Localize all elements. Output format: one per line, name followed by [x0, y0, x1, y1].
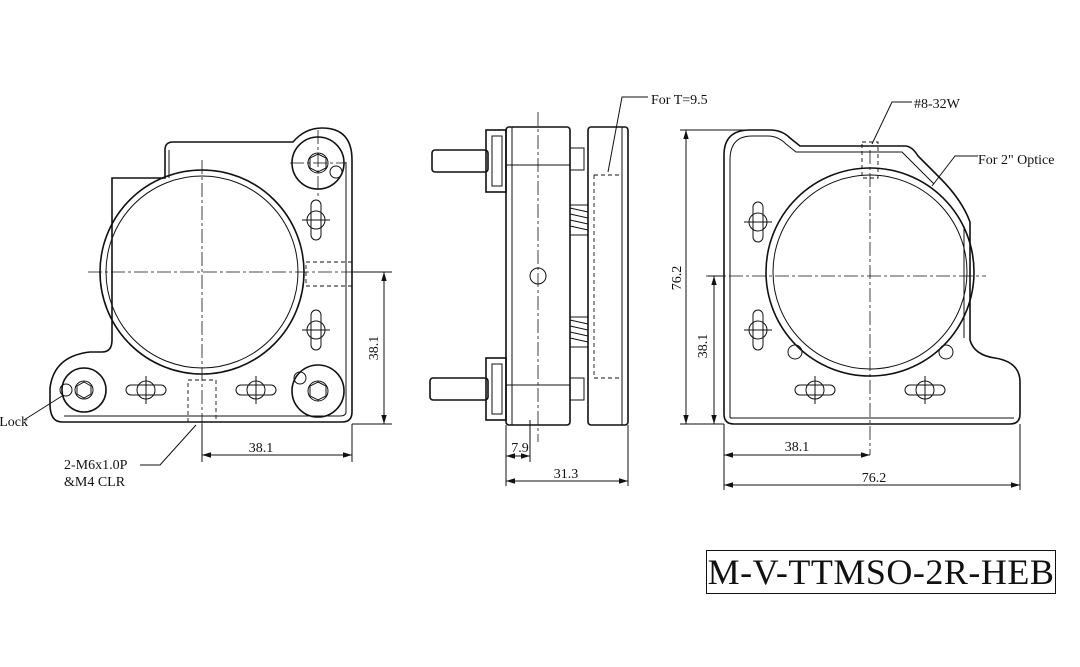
- lock-screw: [59, 367, 107, 413]
- adjuster-bottom-right: [235, 376, 277, 404]
- rear-dim-center-height: 38.1: [696, 334, 711, 359]
- front-view: 38.1 38.1 2-M6x1.0P &M4 CLR Lock: [0, 127, 392, 490]
- rear-dim-center-width: 38.1: [785, 440, 810, 455]
- side-dim-depth: 31.3: [554, 467, 579, 482]
- lock-label: Lock: [0, 415, 28, 430]
- lower-shaft: [429, 377, 489, 401]
- thread-label-line1: 2-M6x1.0P: [64, 458, 128, 473]
- spring-upper: [569, 204, 589, 236]
- spring-lower: [569, 316, 589, 348]
- rear-adjuster-bottom-left: [794, 376, 836, 404]
- corner-screw-bottom-right: [291, 364, 345, 418]
- side-front-plate: [587, 126, 629, 426]
- rear-dim-total-width: 76.2: [862, 471, 887, 486]
- rear-adjuster-bottom-right: [904, 376, 946, 404]
- screw-label: #8-32W: [914, 97, 961, 112]
- rear-view: #8-32W For 2" Optice 76.2 38.1 38.1 76.2: [670, 97, 1054, 490]
- side-dim-small: 7.9: [511, 441, 529, 456]
- rear-dim-total-height: 76.2: [670, 266, 685, 291]
- adjuster-right-lower: [302, 309, 330, 351]
- part-number-title: M-V-TTMSO-2R-HEB: [706, 550, 1056, 594]
- optic-label: For 2" Optice: [978, 153, 1054, 168]
- rear-body-outline: [723, 129, 1021, 425]
- side-view: For T=9.5 7.9 31.3: [429, 93, 708, 486]
- adjuster-bottom-left: [125, 376, 167, 404]
- thread-label-line2: &M4 CLR: [64, 475, 126, 490]
- rear-adjuster-upper: [744, 201, 772, 243]
- adjuster-right-upper: [302, 199, 330, 241]
- front-dim-height: 38.1: [367, 336, 382, 361]
- thickness-label: For T=9.5: [651, 93, 708, 108]
- side-main-body: [505, 126, 571, 426]
- upper-shaft: [431, 149, 489, 173]
- front-body-outline: [49, 127, 353, 423]
- front-dim-width: 38.1: [249, 441, 274, 456]
- rear-adjuster-lower: [744, 309, 772, 351]
